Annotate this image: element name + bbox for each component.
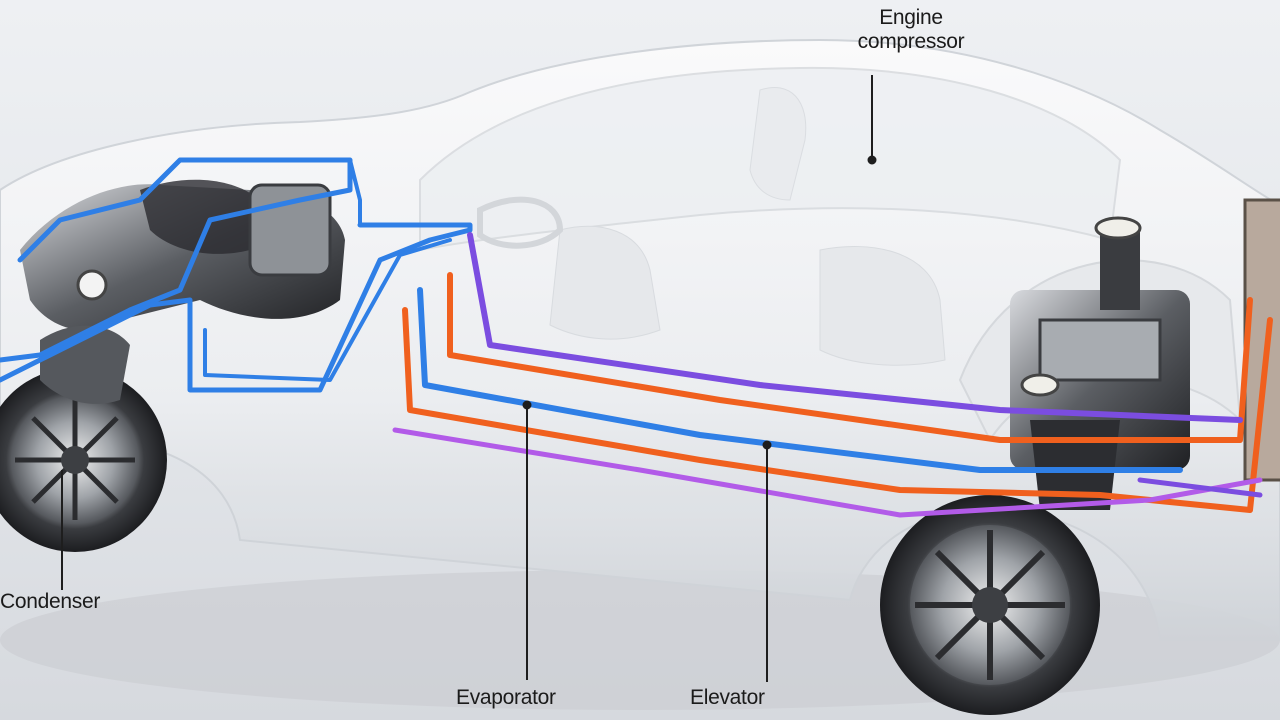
seat: [549, 225, 661, 340]
engine-compressor-label: Engine compressor: [836, 6, 986, 54]
front-wheel: [0, 368, 167, 552]
condenser-label: Condenser: [0, 590, 101, 613]
orange-line: [447, 272, 1253, 443]
evaporator-label: Evaporator: [456, 686, 556, 709]
purple-line: [467, 232, 1243, 423]
elevator-label: Elevator: [690, 686, 765, 709]
engine-label-line1: Engine: [879, 6, 943, 29]
blue-line: [348, 158, 362, 227]
violet-line: [392, 427, 1263, 518]
blue-line: [203, 238, 452, 382]
refrigerant-lines: [0, 157, 1273, 518]
blue-line: [0, 222, 473, 393]
purple-line: [1137, 477, 1263, 498]
leader-lines: [61, 75, 877, 682]
blue-line: [0, 157, 353, 363]
seat: [749, 86, 807, 201]
engine-label-line2: compressor: [857, 30, 965, 53]
rear-compressor-unit: [1010, 198, 1280, 510]
seat: [819, 246, 946, 366]
front-engine-block: [20, 179, 345, 404]
blue-line: [417, 287, 1183, 473]
orange-line: [402, 307, 1273, 513]
rear-wheel: [880, 495, 1100, 715]
steering-wheel: [477, 196, 564, 249]
